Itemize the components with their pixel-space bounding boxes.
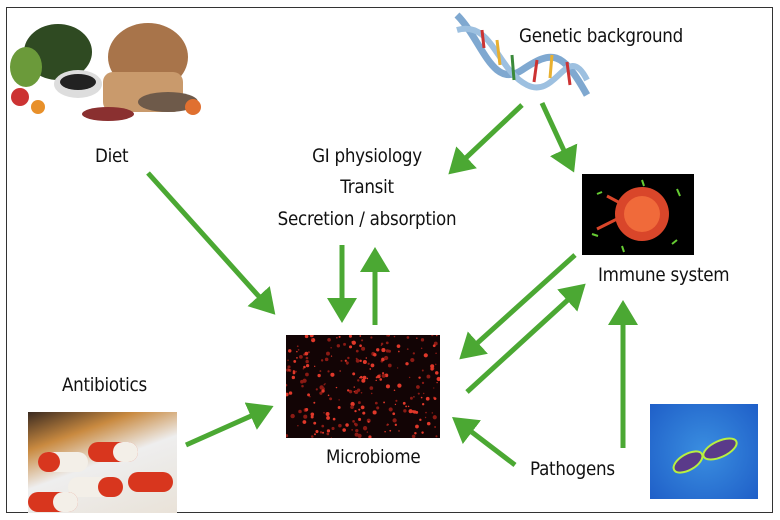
microbiome-image: [286, 335, 440, 438]
label-pathogens: Pathogens: [530, 458, 615, 480]
label-secretion-absorption: Secretion / absorption: [277, 208, 457, 230]
arrow-genetic-to-immune: [539, 101, 578, 173]
immune-cell-image: [582, 174, 694, 255]
label-antibiotics: Antibiotics: [62, 374, 147, 396]
frame-border: [6, 7, 773, 513]
label-microbiome: Microbiome: [326, 446, 421, 468]
arrow-antibiotics-to-microbiome: [184, 402, 274, 448]
pathogen-bacteria-image: [650, 404, 758, 499]
antibiotics-pills-image: [28, 412, 177, 513]
dna-image: [452, 10, 592, 100]
arrow-diet-to-microbiome: [146, 171, 276, 315]
label-immune-system: Immune system: [598, 264, 730, 286]
arrow-genetic-to-gi: [448, 103, 524, 175]
food-image: [8, 12, 204, 124]
label-transit: Transit: [340, 176, 394, 198]
label-genetic-background: Genetic background: [519, 25, 683, 47]
arrow-microbiome-to-immune: [465, 283, 586, 394]
arrow-immune-to-microbiome: [459, 253, 577, 360]
arrow-pathogens-to-microbiome: [452, 416, 517, 467]
label-gi-physiology: GI physiology: [312, 145, 422, 167]
label-diet: Diet: [95, 145, 129, 167]
